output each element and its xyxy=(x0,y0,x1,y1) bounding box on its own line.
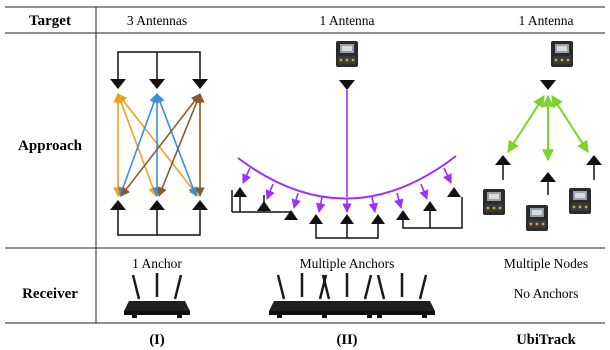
antenna-triangle-icon xyxy=(447,187,461,197)
col1-receiver-line1: 1 Anchor xyxy=(132,256,182,271)
antenna-triangle-icon xyxy=(110,200,126,210)
antenna-triangle-icon xyxy=(540,80,556,90)
col2-receiver-line1: Multiple Anchors xyxy=(300,256,395,271)
caption-col3: UbiTrack xyxy=(516,332,576,348)
antenna-triangle-icon xyxy=(192,79,208,89)
row-header-receiver: Receiver xyxy=(22,286,78,302)
router-icon xyxy=(367,271,437,320)
sensor-board-icon xyxy=(526,205,548,231)
sensor-board-icon xyxy=(336,41,358,67)
antenna-triangle-icon xyxy=(423,201,437,211)
antenna-triangle-icon xyxy=(586,155,602,165)
col1-approach xyxy=(110,51,208,236)
row-header-target: Target xyxy=(29,13,71,29)
sensor-board-icon xyxy=(483,189,505,215)
col2-approach xyxy=(231,41,463,239)
antenna-triangle-icon xyxy=(339,80,355,90)
table-grid xyxy=(5,6,605,324)
col1-target: 3 Antennas xyxy=(127,13,187,28)
antenna-triangle-icon xyxy=(371,214,385,224)
caption-col2: (II) xyxy=(337,332,358,348)
antenna-triangle-icon xyxy=(495,155,511,165)
antenna-triangle-icon xyxy=(149,79,165,89)
antenna-triangle-icon xyxy=(233,187,247,197)
col3-receiver-line2: No Anchors xyxy=(514,286,579,301)
antenna-triangle-icon xyxy=(309,214,323,224)
sensor-board-icon xyxy=(569,188,591,214)
antenna-triangle-icon xyxy=(540,172,556,182)
router-icon xyxy=(122,271,192,320)
col2-target: 1 Antenna xyxy=(319,13,374,28)
antenna-triangle-icon xyxy=(192,200,208,210)
sensor-board-icon xyxy=(551,41,573,67)
antenna-triangle-icon xyxy=(340,214,354,224)
antenna-triangle-icon xyxy=(396,210,410,220)
antenna-triangle-icon xyxy=(110,79,126,89)
col3-receiver-line1: Multiple Nodes xyxy=(504,256,588,271)
caption-col1: (I) xyxy=(149,332,164,348)
row-header-approach: Approach xyxy=(18,138,83,154)
col3-target: 1 Antenna xyxy=(518,13,573,28)
antenna-triangle-icon xyxy=(149,200,165,210)
col3-approach xyxy=(483,41,602,231)
